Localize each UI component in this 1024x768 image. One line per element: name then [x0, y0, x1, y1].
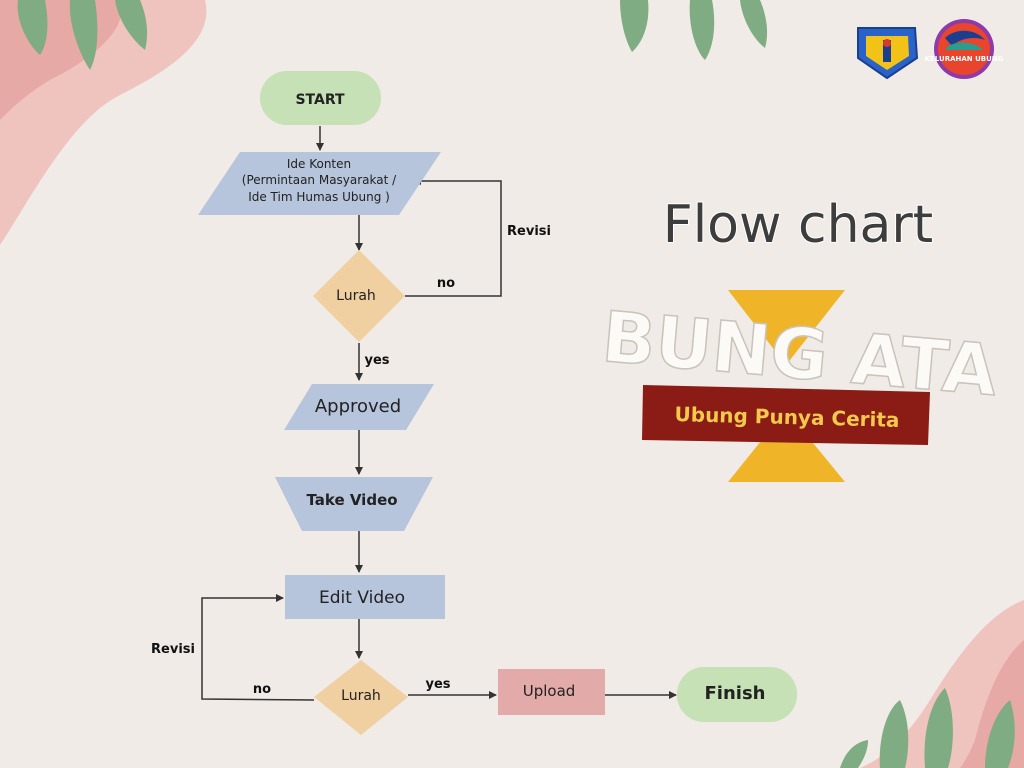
node-finish-label: Finish — [705, 683, 766, 704]
node-ide-konten: Ide Konten (Permintaan Masyarakat / Ide … — [198, 152, 441, 215]
node-finish: Finish — [677, 667, 797, 722]
decor-bottom-right — [840, 600, 1024, 768]
node-lurah-1-label: Lurah — [336, 288, 376, 304]
edge-label-no-2: no — [253, 682, 271, 697]
node-edit-video: Edit Video — [285, 575, 445, 619]
node-start: START — [260, 71, 381, 125]
node-lurah-2-label: Lurah — [341, 688, 381, 704]
decor-top-left — [0, 0, 207, 245]
node-start-label: START — [295, 92, 345, 108]
node-edit-video-label: Edit Video — [319, 588, 405, 608]
edge-lurah2-revisi-loop — [201, 594, 315, 701]
kelurahan-ubung-label: KELURAHAN UBUNG — [925, 55, 1004, 63]
node-upload: Upload — [498, 669, 605, 715]
edge-lurah1-revisi-loop — [405, 177, 502, 297]
node-lurah-1: Lurah — [313, 250, 405, 342]
connectors — [201, 126, 677, 701]
node-upload-label: Upload — [523, 682, 576, 700]
node-take-video: Take Video — [275, 477, 433, 531]
edge-label-yes-1: yes — [364, 353, 389, 368]
page-title: Flow chart — [663, 195, 933, 255]
bunga-ata-tagline: Ubung Punya Cerita — [674, 402, 900, 432]
node-take-video-label: Take Video — [306, 491, 397, 509]
bunga-ata-logo: BUNG ATA Ubung Punya Cerita — [598, 290, 1001, 482]
edge-label-revisi-2: Revisi — [151, 642, 195, 657]
regional-emblem-icon — [857, 27, 919, 80]
node-ide-label-line2: (Permintaan Masyarakat / — [242, 173, 397, 187]
edge-label-revisi-1: Revisi — [507, 224, 551, 239]
node-approved: Approved — [284, 384, 434, 430]
edge-label-yes-2: yes — [425, 677, 450, 692]
node-approved-label: Approved — [315, 396, 401, 417]
node-ide-label-line1: Ide Konten — [287, 157, 351, 171]
kelurahan-ubung-logo-icon: KELURAHAN UBUNG — [925, 19, 1004, 79]
edge-label-no-1: no — [437, 276, 455, 291]
node-ide-label-line3: Ide Tim Humas Ubung ) — [248, 190, 390, 204]
node-lurah-2: Lurah — [314, 660, 408, 735]
decor-top-center — [620, 0, 768, 60]
